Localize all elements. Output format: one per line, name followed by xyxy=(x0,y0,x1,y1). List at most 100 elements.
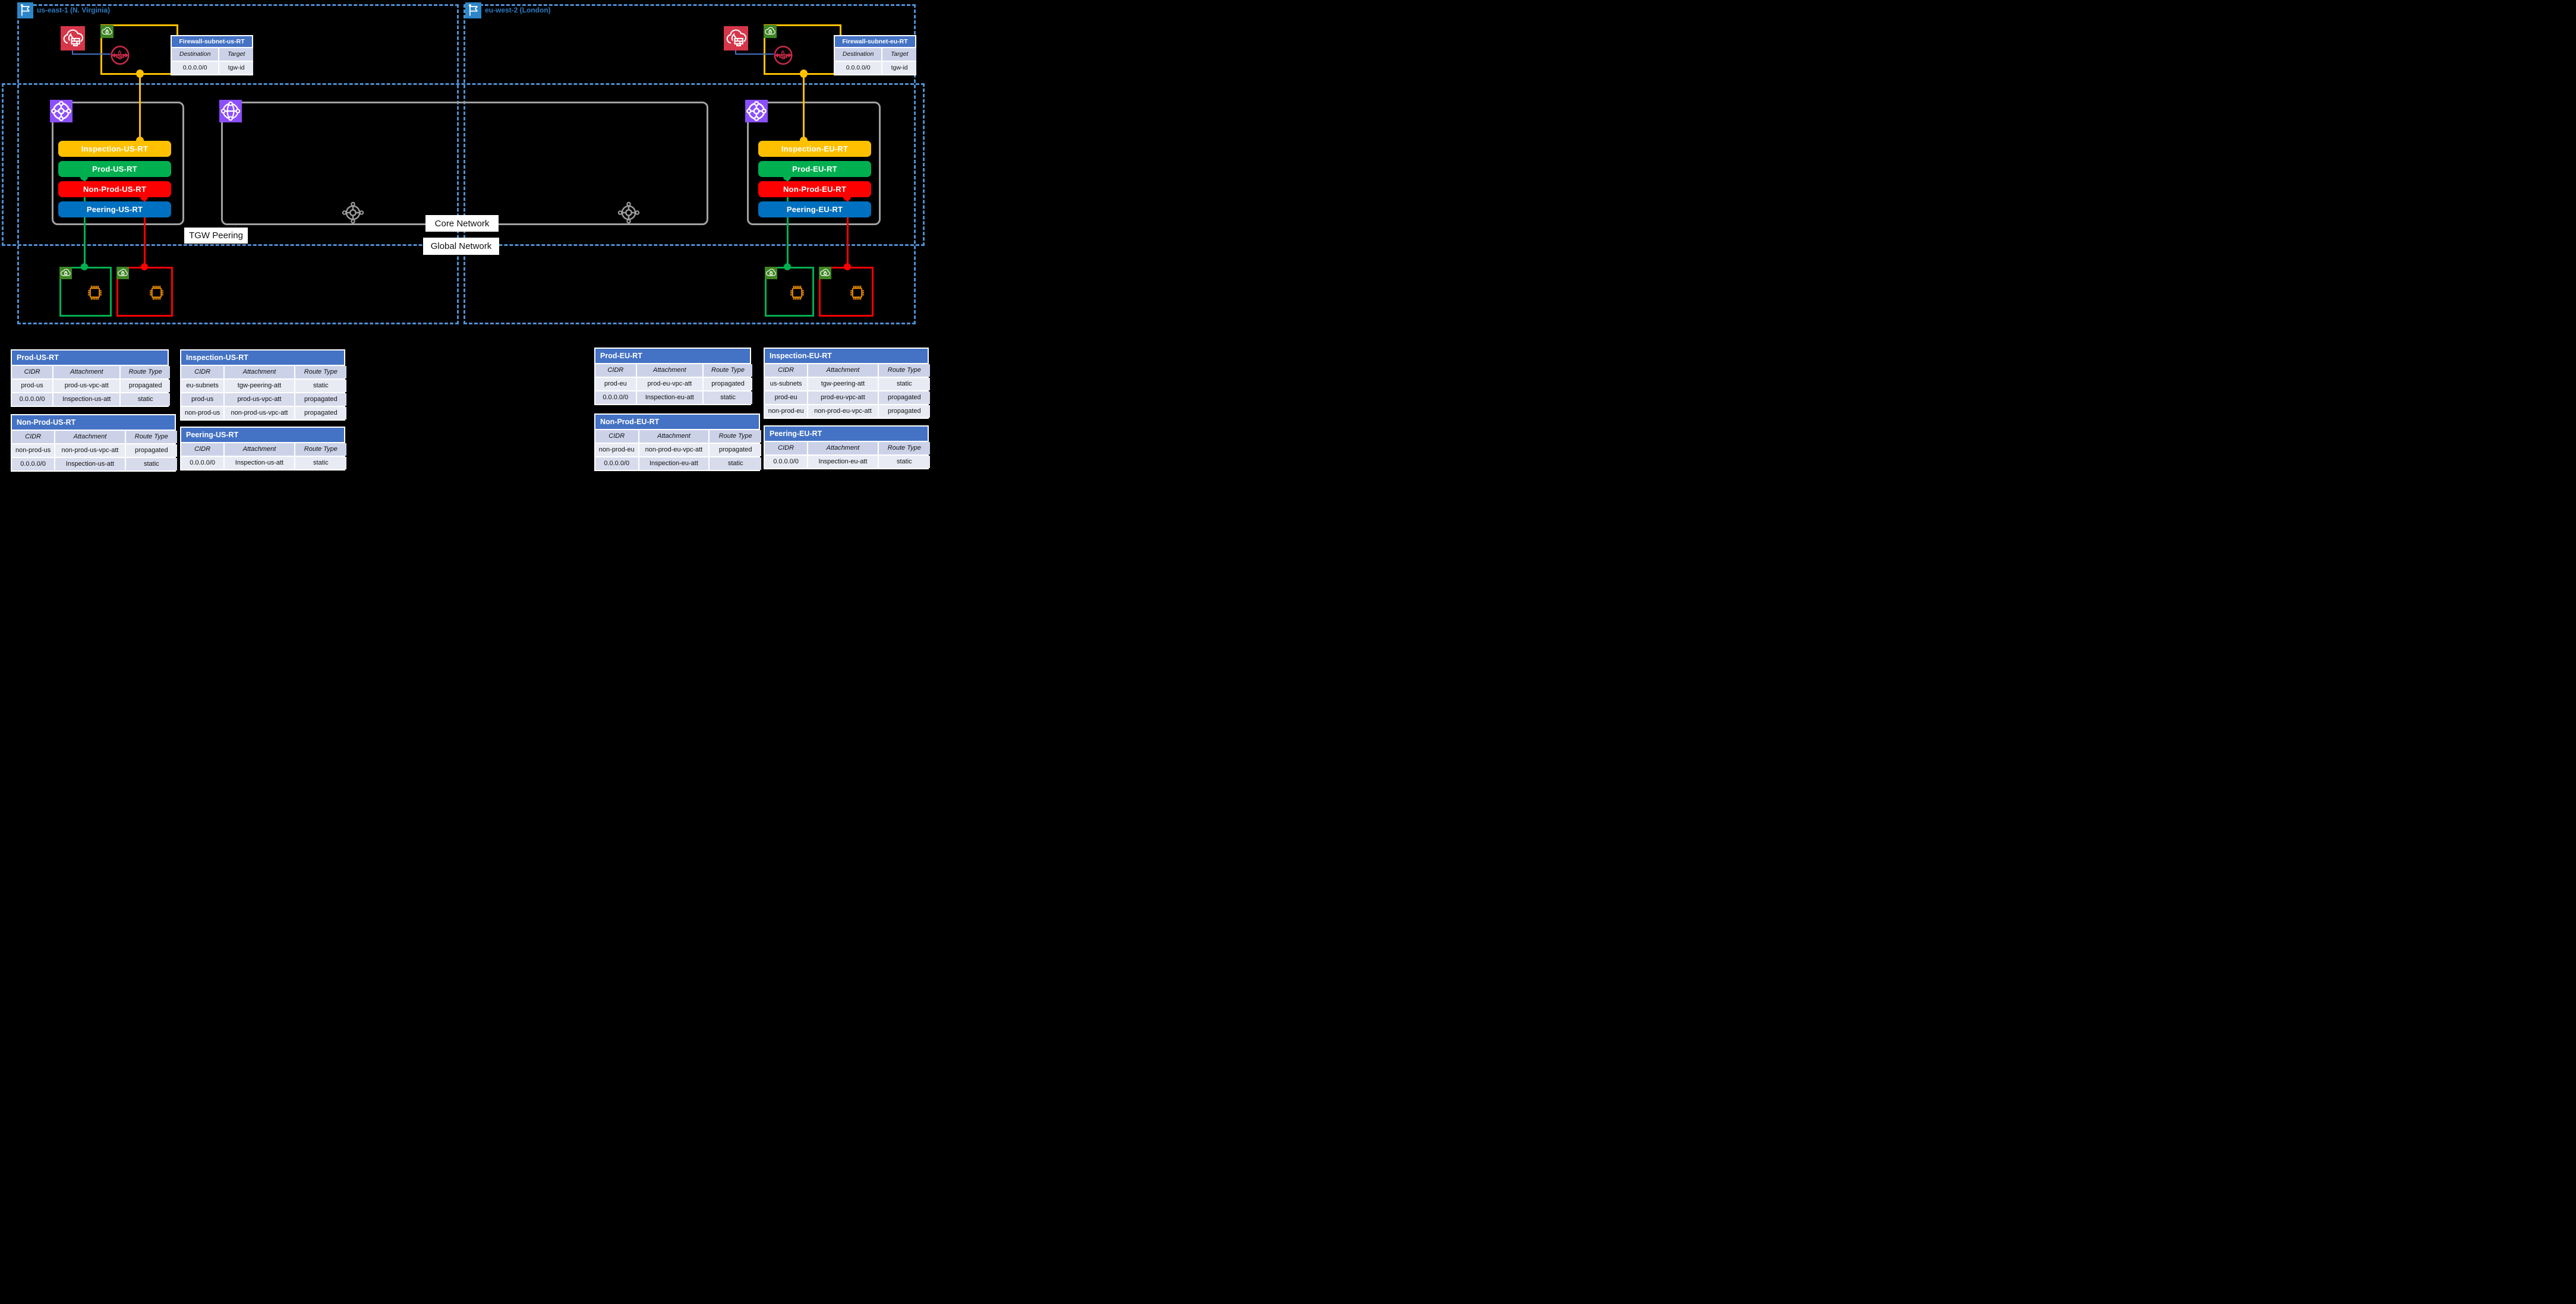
table-column-header: Route Type xyxy=(125,431,177,443)
table-cell: propagated xyxy=(704,378,752,390)
table-cell: 0.0.0.0/0 xyxy=(835,62,882,74)
connector-green-eu xyxy=(787,177,789,267)
table-column-header: Route Type xyxy=(121,366,170,378)
pill-peering-eu-rt: Peering-EU-RT xyxy=(758,201,871,217)
table-title: Firewall-subnet-eu-RT xyxy=(835,36,915,47)
table-cell: static xyxy=(878,378,930,390)
table-column-header: Route Type xyxy=(878,442,930,454)
architecture-diagram: us-east-1 (N. Virginia) eu-west-2 (Londo… xyxy=(0,0,932,472)
table-cell: static xyxy=(710,457,761,470)
pill-inspection-us-rt: Inspection-US-RT xyxy=(58,141,171,157)
table-cell: static xyxy=(295,380,346,392)
connector-dot-green-us xyxy=(81,263,88,270)
table-column-header: Target xyxy=(882,48,916,61)
table-column-header: Attachment xyxy=(636,364,703,377)
table-cell: static xyxy=(878,456,930,468)
table-cell: Inspection-eu-att xyxy=(639,457,709,470)
ec2-instance-icon-prod-us xyxy=(87,285,102,301)
table-column-header: Destination xyxy=(835,48,882,61)
table-column-header: CIDR xyxy=(181,366,224,378)
table-cell: prod-eu xyxy=(595,378,636,390)
ec2-instance-icon-prod-eu xyxy=(790,285,805,301)
table-title: Inspection-EU-RT xyxy=(765,349,928,363)
table-column-header: CIDR xyxy=(765,442,808,454)
table-cell: non-prod-us-vpc-att xyxy=(55,444,125,457)
table-cell: propagated xyxy=(121,380,170,392)
table-cell: static xyxy=(121,393,170,406)
region-flag-icon-eu xyxy=(465,2,481,18)
firewall-endpoint-icon-eu xyxy=(773,45,794,66)
connector-red-eu xyxy=(847,197,849,267)
private-subnet-icon-us-firewall xyxy=(100,25,113,38)
ec2-instance-icon-nonprod-eu xyxy=(850,285,865,301)
table-cell: tgw-id xyxy=(882,62,916,74)
table-cell: prod-us xyxy=(181,393,224,406)
connector-dot-green-eu xyxy=(784,263,791,270)
region-eu-title: eu-west-2 (London) xyxy=(485,6,551,14)
table-column-header: CIDR xyxy=(595,430,638,443)
table-cell: non-prod-eu-vpc-att xyxy=(639,444,709,456)
table-cell: 0.0.0.0/0 xyxy=(595,457,638,470)
connector-yellow-us-drop xyxy=(139,74,141,141)
table-column-header: CIDR xyxy=(12,431,55,443)
pill-prod-us-rt: Prod-US-RT xyxy=(58,161,171,177)
table-column-header: Attachment xyxy=(225,366,294,378)
table-title: Inspection-US-RT xyxy=(181,351,344,365)
private-subnet-icon-vpc-prod-us xyxy=(59,267,72,279)
table-column-header: Attachment xyxy=(639,430,709,443)
table-cell: prod-us-vpc-att xyxy=(225,393,294,406)
table-column-header: Attachment xyxy=(808,442,878,454)
notch-red-eu xyxy=(843,197,851,201)
region-eu-box xyxy=(464,4,916,324)
network-firewall-icon-us xyxy=(61,26,85,50)
notch-yellow-us xyxy=(136,137,144,141)
table-column-header: Route Type xyxy=(704,364,752,377)
table-cell: 0.0.0.0/0 xyxy=(12,458,55,471)
tgw-attachment-icon-us xyxy=(342,201,364,224)
table-cell: non-prod-us xyxy=(12,444,55,457)
firewall-endpoint-icon-us xyxy=(109,45,131,66)
table-column-header: Route Type xyxy=(878,364,930,377)
table-cell: Inspection-us-att xyxy=(225,457,294,469)
table-cell: propagated xyxy=(710,444,761,456)
table-cell: propagated xyxy=(295,407,346,419)
table-column-header: Destination xyxy=(172,48,219,61)
table-column-header: Attachment xyxy=(225,443,294,456)
notch-red-us xyxy=(140,197,148,201)
network-firewall-icon-eu xyxy=(724,26,748,50)
connector-blue-us-v xyxy=(72,50,73,55)
table-cell: propagated xyxy=(878,405,930,418)
connector-yellow-us-to-table xyxy=(176,24,178,36)
tgw-attachment-icon-eu xyxy=(617,201,640,224)
table-column-header: Attachment xyxy=(808,364,878,377)
connector-yellow-eu-left xyxy=(764,24,765,75)
core-network-label: Core Network xyxy=(425,215,499,232)
table-column-header: Route Type xyxy=(295,366,346,378)
table-cell: static xyxy=(295,457,346,469)
private-subnet-icon-vpc-nonprod-eu xyxy=(819,267,831,279)
table-cell: tgw-peering-att xyxy=(808,378,878,390)
table-column-header: Attachment xyxy=(55,431,125,443)
pill-non-prod-eu-rt: Non-Prod-EU-RT xyxy=(758,181,871,197)
table-cell: 0.0.0.0/0 xyxy=(595,391,636,404)
table-cell: prod-eu-vpc-att xyxy=(808,391,878,404)
connector-green-us xyxy=(84,177,86,267)
table-cell: prod-us-vpc-att xyxy=(53,380,120,392)
connector-dot-yellow-us xyxy=(136,70,144,78)
connector-yellow-eu-bottom xyxy=(764,73,835,75)
pill-prod-eu-rt: Prod-EU-RT xyxy=(758,161,871,177)
table-title: Prod-EU-RT xyxy=(595,349,750,363)
table-column-header: Route Type xyxy=(295,443,346,456)
table-cell: 0.0.0.0/0 xyxy=(172,62,219,74)
